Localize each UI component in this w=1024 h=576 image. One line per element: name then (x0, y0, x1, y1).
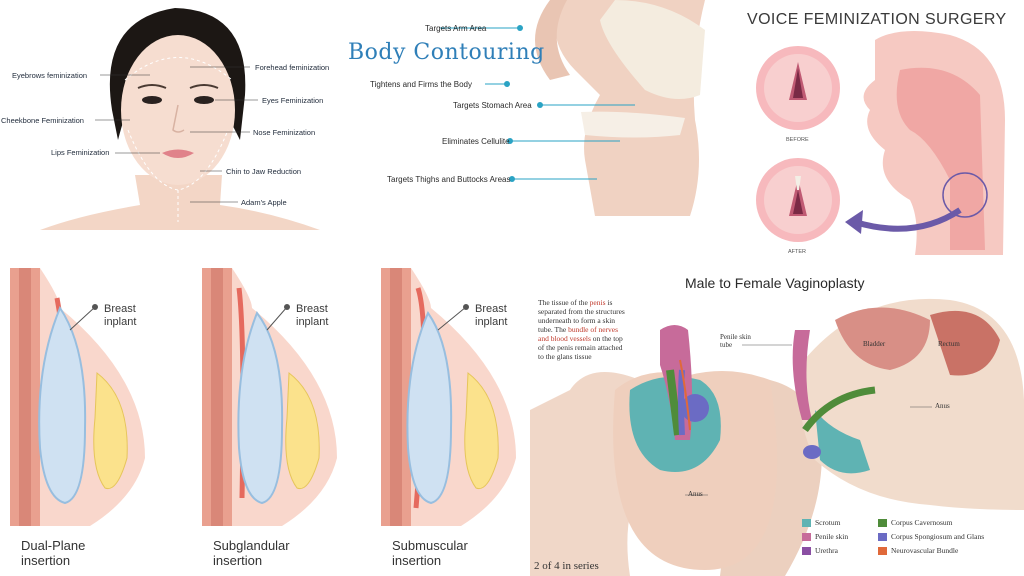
body-contouring-title: Body Contouring (348, 40, 545, 65)
breast-panel-dual-plane: Breast inplant Dual-Plane insertion (5, 268, 183, 576)
legend-label: Penile skin (815, 532, 849, 541)
face-illustration (40, 8, 320, 230)
legend-label: Scrotum (815, 518, 841, 527)
breast-implant-label: Breast inplant (475, 303, 508, 328)
voice-title: VOICE FEMINIZATION SURGERY (747, 11, 1007, 28)
penile-skin-tube-label: Penile skin tube (720, 333, 751, 349)
breast-implant-label: Breast inplant (296, 303, 329, 328)
legend-corpus-cavernosum: Corpus Cavernosum (878, 518, 952, 527)
thighs-label: Targets Thighs and Buttocks Areas (387, 175, 511, 184)
legend-scrotum: Scrotum (802, 518, 840, 527)
before-caption: BEFORE (786, 137, 809, 143)
legend-urethra: Urethra (802, 546, 838, 555)
eyes-label: Eyes Feminization (262, 96, 324, 105)
legend-label: Neurovascular Bundle (891, 546, 959, 555)
vaginoplasty-title: Male to Female Vaginoplasty (685, 275, 865, 291)
legend-label: Urethra (815, 546, 838, 555)
legend-swatch (878, 546, 887, 555)
legend-neurovascular-bundle: Neurovascular Bundle (878, 546, 958, 555)
arm-area-label: Targets Arm Area (425, 24, 487, 33)
rectum-label: Rectum (938, 340, 960, 348)
nose-label: Nose Feminization (253, 128, 316, 137)
desc-penis: penis (589, 298, 606, 307)
forehead-label: Forehead feminization (255, 63, 330, 72)
vaginoplasty-panel: Male to Female Vaginoplasty The tissue o… (530, 270, 1024, 576)
desc-text-3: on the top of the penis remain attached … (538, 334, 623, 361)
insertion-name: Submuscular insertion (392, 538, 468, 568)
series-indicator: 2 of 4 in series (534, 560, 599, 572)
legend-swatch (802, 546, 811, 555)
legend-label: Corpus Spongiosum and Glans (891, 532, 985, 541)
legend-swatch (802, 518, 811, 527)
legend-corpus-spongiosum: Corpus Spongiosum and Glans (878, 532, 984, 541)
stomach-label: Targets Stomach Area (453, 101, 532, 110)
desc-text-2: is separated from the structures underne… (538, 298, 625, 334)
legend-swatch (878, 532, 887, 541)
legend-swatch (802, 532, 811, 541)
cellulite-label: Eliminates Cellulite (442, 137, 510, 146)
breast-diagram (10, 268, 145, 526)
breast-panel-subglandular: Breast inplant Subglandular insertion (197, 268, 375, 576)
breast-diagram (202, 268, 337, 526)
vaginoplasty-illustration (530, 298, 1024, 576)
larynx-illustration (756, 31, 1005, 255)
breast-panel-submuscular: Breast inplant Submuscular insertion (376, 268, 554, 576)
cheekbone-label: Cheekbone Feminization (1, 116, 84, 125)
insertion-name: Subglandular insertion (213, 538, 290, 568)
face-feminization-panel: Forehead feminization Eyebrows feminizat… (0, 0, 340, 230)
lips-label: Lips Feminization (51, 148, 110, 157)
tighten-label: Tightens and Firms the Body (370, 80, 472, 89)
desc-text-1: The tissue of the (538, 298, 590, 307)
breast-diagram (381, 268, 516, 526)
chin-label: Chin to Jaw Reduction (226, 167, 302, 176)
bladder-label: Bladder (863, 340, 886, 348)
body-contouring-panel: Body Contouring Targets Arm Area Tighten… (345, 0, 715, 230)
eyebrows-label: Eyebrows feminization (12, 71, 88, 80)
breast-implant-label: Breast inplant (104, 303, 137, 328)
insertion-name: Dual-Plane insertion (21, 538, 86, 568)
anus-right-label: Anus (935, 402, 950, 410)
after-caption: AFTER (788, 249, 807, 255)
legend-swatch (878, 518, 887, 527)
legend-label: Corpus Cavernosum (891, 518, 953, 527)
adams-apple-label: Adam's Apple (241, 198, 287, 207)
vaginoplasty-description: The tissue of the penis is separated fro… (538, 298, 626, 361)
body-illustration (440, 0, 705, 216)
voice-feminization-panel: VOICE FEMINIZATION SURGERY BEFORE AFTER (735, 0, 1024, 265)
legend-penile-skin: Penile skin (802, 532, 848, 541)
anus-left-label: Anus (688, 490, 703, 498)
desc-bundle: bundle of nerves and blood vessels (538, 325, 619, 343)
